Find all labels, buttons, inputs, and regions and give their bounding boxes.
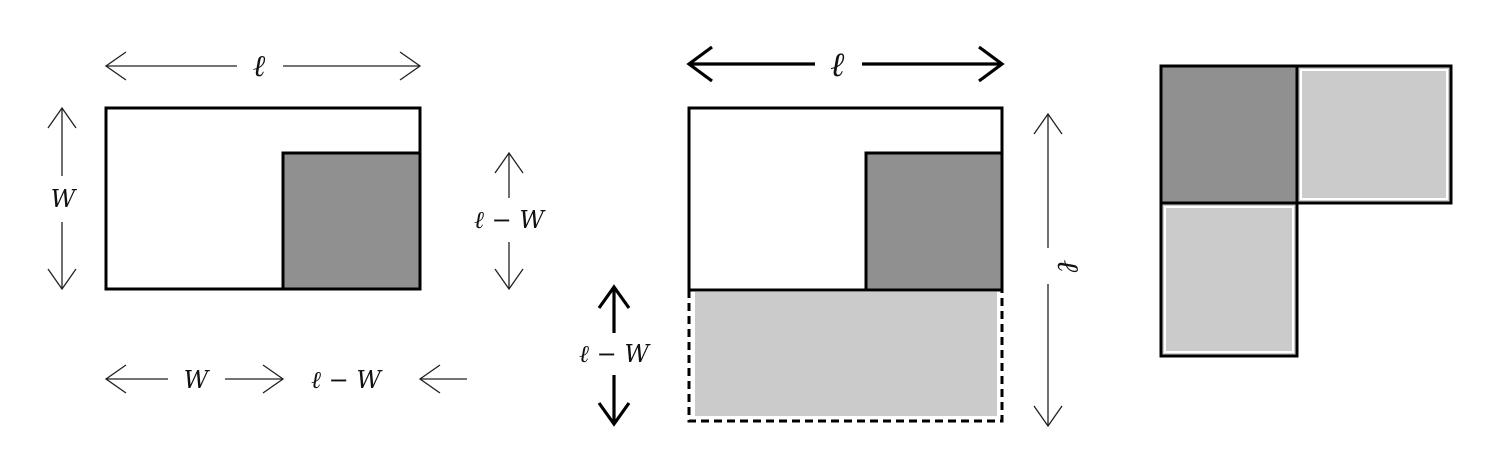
left-difference-bold-arrow (597, 284, 631, 427)
bottom-width-arrow (104, 364, 285, 394)
right-difference-arrow (494, 151, 524, 291)
left-width-arrow (47, 106, 77, 291)
left-difference-bold-label: ℓ − W (579, 340, 651, 368)
top-length-arrow (104, 51, 422, 81)
panel-1: ℓ W ℓ − W W ℓ − W (47, 49, 546, 394)
light-square-right (1295, 64, 1453, 205)
bottom-width-label: W (184, 366, 211, 394)
top-length-label: ℓ (253, 49, 266, 84)
dark-square (281, 151, 422, 291)
bottom-difference-arrow (418, 364, 467, 394)
right-difference-label: ℓ − W (474, 206, 546, 234)
left-width-label: W (51, 185, 78, 213)
right-length-arrow (1033, 112, 1063, 428)
dark-square (1159, 64, 1299, 205)
dashed-extension-outline (687, 290, 1004, 423)
top-length-bold-arrow (686, 45, 1005, 83)
panel-3 (1159, 64, 1453, 358)
panel-2: ℓ ℓ − W ℓ (579, 45, 1085, 428)
bottom-difference-label: ℓ − W (311, 366, 383, 394)
light-square-bottom-inner-border (1164, 206, 1294, 353)
dark-square (864, 151, 1004, 292)
light-square-bottom (1159, 201, 1299, 358)
top-length-bold-label: ℓ (831, 45, 846, 85)
light-square-right-inner-border (1300, 69, 1448, 200)
light-extension-rectangle (695, 292, 997, 416)
right-length-label: ℓ (1050, 260, 1085, 273)
